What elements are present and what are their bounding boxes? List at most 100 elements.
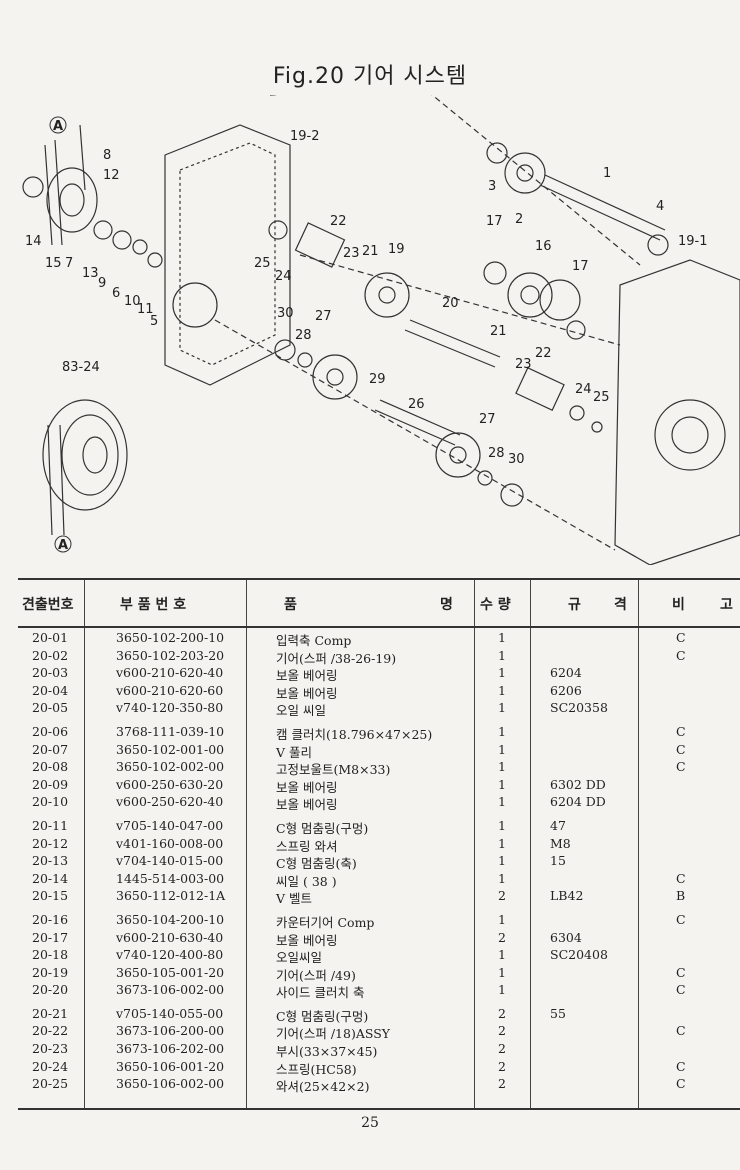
side-clutch-shaft-shape [404,319,501,368]
callout: 13 [82,266,99,281]
cell-spec: 6302 DD [550,776,606,792]
cell-no: 20-17 [32,929,69,945]
input-shaft-shape [539,174,666,241]
cell-name: 스프링 와셔 [276,838,338,854]
callout: 2 [515,212,523,227]
cell-no: 20-13 [32,853,69,869]
callout: 9 [98,276,106,291]
page-number: 25 [361,1115,379,1131]
cell-part: 3673-106-202-00 [116,1041,225,1057]
cell-part: v600-210-620-60 [116,682,224,698]
cell-part: 3650-105-001-20 [116,964,225,980]
callout: 23 [515,357,532,372]
cell-part: 1445-514-003-00 [116,870,225,886]
callout: 24 [275,269,292,284]
cell-no: 20-09 [32,776,69,792]
header-no: 견출번호 [22,597,74,613]
callout-a: A [53,119,63,134]
cell-no: 20-20 [32,982,69,998]
cell-qty: 1 [498,647,506,663]
callout: 29 [369,372,386,387]
cell-spec: 47 [550,817,566,833]
cell-part: v600-210-620-40 [116,665,224,681]
callout: 23 [343,246,360,261]
callout: 12 [103,168,120,183]
cell-note: C [676,741,686,757]
cell-name: 오일씨일 [276,950,323,966]
cell-name: 보올 베어링 [276,932,338,948]
cell-spec: LB42 [550,888,584,904]
cell-note: B [676,888,686,904]
callout: 83-24 [62,360,100,375]
cell-part: 3650-102-001-00 [116,741,225,757]
callout: 19 [388,242,405,257]
right-housing-shape [614,259,740,565]
callout: 17 [572,259,589,274]
cell-name: 카운터기어 Comp [276,914,375,930]
header-spec-b: 격 [614,597,627,613]
cell-part: 3768-111-039-10 [116,723,225,739]
cell-spec: 6206 [550,682,582,698]
cell-note: C [676,1076,686,1092]
callout: 5 [150,314,158,329]
callout-a: A [58,538,68,553]
callout: 4 [656,199,664,214]
cell-spec: 15 [550,853,566,869]
cell-note: C [676,1058,686,1074]
header-part: 부 품 번 호 [120,597,187,613]
cell-part: v705-140-047-00 [116,817,224,833]
callout: 6 [112,286,120,301]
cell-note: C [676,911,686,927]
cell-spec: SC20358 [550,700,608,716]
cell-qty: 2 [498,929,506,945]
cell-name: 사이드 클러치 축 [276,985,365,1001]
cell-part: 3673-106-002-00 [116,982,225,998]
cell-spec: M8 [550,835,571,851]
cell-name: 입력축 Comp [276,633,352,648]
cell-name: 보올 베어링 [276,685,338,701]
callout: 3 [488,179,496,194]
cell-part: v600-210-630-40 [116,929,224,945]
callout: 19-1 [678,234,708,249]
header-note-a: 비 [672,597,685,613]
bottom-rule [18,1108,740,1110]
cell-part: v600-250-620-40 [116,794,224,810]
cell-part: 3650-102-200-10 [116,630,225,645]
cell-name: 보올 베어링 [276,668,338,684]
cell-qty: 2 [498,1058,506,1074]
cell-qty: 1 [498,964,506,980]
callout: 16 [535,239,552,254]
cell-name: 부시(33×37×45) [276,1044,378,1060]
cell-part: 3650-102-203-20 [116,647,225,663]
lower-shaft-shape [374,399,461,446]
cell-qty: 1 [498,853,506,869]
callout: 24 [575,382,592,397]
header-name-a: 품 [284,597,297,613]
cell-note: C [676,870,686,886]
cell-spec: 6204 [550,665,582,681]
cell-no: 20-08 [32,759,69,775]
cell-no: 20-18 [32,947,69,963]
callout: 1 [603,166,611,181]
cell-qty: 2 [498,1076,506,1092]
callout: 28 [488,446,505,461]
cell-name: 와셔(25×42×2) [276,1079,370,1095]
cell-qty: 1 [498,982,506,998]
cell-name: C형 멈춤링(축) [276,856,357,872]
cell-no: 20-02 [32,647,69,663]
cell-part: 3673-106-200-00 [116,1023,225,1039]
cell-no: 20-16 [32,911,69,927]
cell-part: 3650-112-012-1A [116,888,226,904]
cell-name: 보올 베어링 [276,797,338,813]
callout: 27 [479,412,496,427]
cell-name: 기어(스퍼 /38-26-19) [276,650,397,666]
cell-no: 20-12 [32,835,69,851]
